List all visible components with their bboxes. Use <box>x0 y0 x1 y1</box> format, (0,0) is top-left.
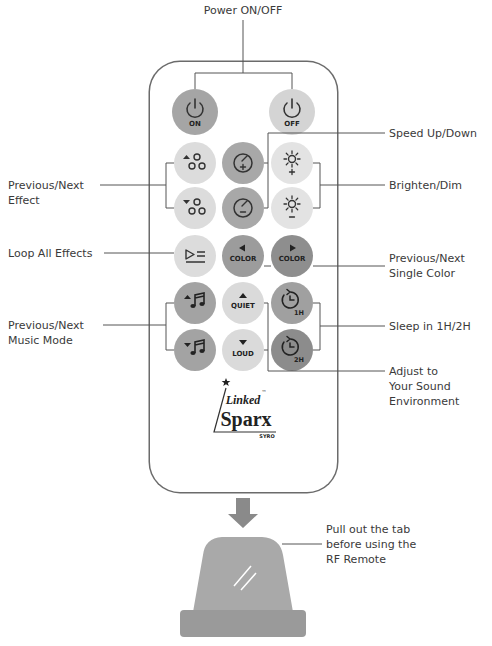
node-text: Linked <box>226 394 261 406</box>
node-text: 1H <box>294 310 304 317</box>
power-on-button: ON <box>172 89 218 135</box>
callout-label: Sleep in 1H/2H <box>389 319 489 334</box>
node-text: QUIET <box>231 303 255 310</box>
node-text: ™ <box>262 390 267 395</box>
node-text: COLOR <box>279 256 306 263</box>
sleep-2h-button: 2H <box>271 329 313 371</box>
down-arrow <box>228 498 258 528</box>
callout-label: Adjust to Your Sound Environment <box>389 364 463 409</box>
previous-color-button: COLOR <box>222 235 264 277</box>
node-text: SYRO <box>259 434 274 439</box>
battery-tab <box>193 537 293 612</box>
battery-tab-base <box>180 610 306 637</box>
callout-label: Loop All Effects <box>8 246 118 261</box>
power-off-button: OFF <box>269 89 315 135</box>
tab-shine <box>234 566 256 590</box>
node-text: OFF <box>284 121 300 128</box>
callout-label: Brighten/Dim <box>389 178 489 193</box>
callout-label: Previous/Next Single Color <box>389 251 484 281</box>
callout-label: Power ON/OFF <box>183 3 303 18</box>
node-text: ON <box>189 121 201 128</box>
node-text: COLOR <box>230 256 257 263</box>
callout-label: Previous/Next Music Mode <box>8 318 103 348</box>
callout-label: Pull out the tab before using the RF Rem… <box>326 522 430 567</box>
next-color-button: COLOR <box>271 235 313 277</box>
node-text: 2H <box>294 357 304 364</box>
callout-label: Speed Up/Down <box>389 126 489 141</box>
leader-line <box>282 544 322 545</box>
loud-button: LOUD <box>222 329 264 371</box>
callout-label: Previous/Next Effect <box>8 178 103 208</box>
remote-body: Linked™ SparxSYRO ON OFF COLOR COLOR QUIET 1H LO… <box>150 62 337 492</box>
node-text: Sparx <box>220 409 271 429</box>
quiet-button: QUIET <box>222 282 264 324</box>
sleep-1h-button: 1H <box>271 282 313 324</box>
node-text: LOUD <box>232 351 254 358</box>
